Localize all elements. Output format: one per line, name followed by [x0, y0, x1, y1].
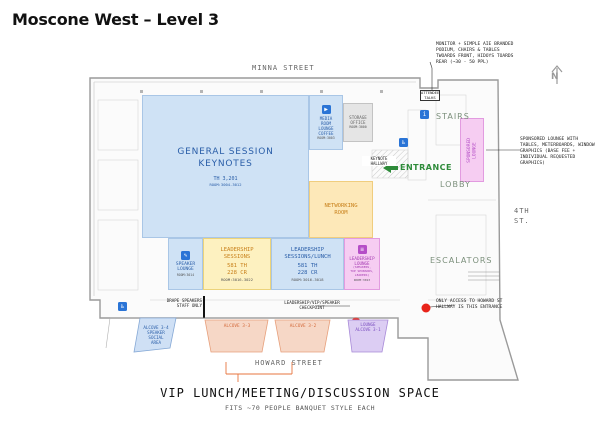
lobby-label: LOBBY: [440, 180, 471, 189]
howard-access-note: ONLY ACCESS TO HOWARD ST HALLWAY IS THIS…: [436, 299, 503, 310]
access-marker-dot: [421, 303, 431, 313]
networking-room-label: NETWORKING ROOM: [324, 202, 358, 216]
leadership-lunch-capacity: 581 TH 228 CR: [297, 262, 318, 276]
north-street-label: MINNA STREET: [252, 64, 315, 72]
leadership-sessions-capacity: 581 TH 228 CR: [227, 262, 247, 276]
north-arrow-icon: N: [551, 72, 559, 82]
info-icon: i: [420, 110, 429, 119]
lounge-icon: ≡: [357, 245, 367, 255]
alcove-3-4-label: ALCOVE 3-4 SPEAKER SOCIAL AREA: [143, 325, 169, 345]
leadership-sessions-number: ROOM:3016-3022: [220, 276, 253, 282]
microphone-icon: ✎: [181, 250, 190, 260]
speaker-lounge: ✎ SPEAKER LOUNGE ROOM:3014: [168, 238, 203, 290]
restroom-icon: ♿: [399, 138, 408, 147]
storage-office: STORAGE OFFICE ROOM:3000: [343, 103, 373, 142]
alcove-3-3-label: ALCOVE 3-3: [223, 323, 251, 329]
leadership-lounge-label: LEADERSHIP LOUNGE: [349, 256, 375, 267]
alcove-3-2-label: ALCOVE 3-2: [289, 323, 317, 329]
leadership-sessions-room: LEADERSHIP SESSIONS 581 TH 228 CR ROOM:3…: [203, 238, 271, 290]
play-icon: ▶: [321, 104, 331, 114]
alcove-3-1-label: LOUNGE ALCOVE 3-1: [355, 322, 381, 332]
speaker-lounge-number: ROOM:3014: [176, 272, 195, 277]
south-street-label: HOWARD STREET: [255, 359, 323, 367]
media-room: ▶ MEDIA ROOM LOUNGE COFFEE ROOM:3003: [309, 95, 343, 150]
restroom-icon-west: ♿: [118, 302, 127, 311]
leadership-lounge-number: ROOM:3013: [353, 277, 371, 282]
keynote-hallway-label: KEYNOTE HALLWAY: [362, 156, 396, 166]
attendee-talks-label: ATTENDEE TALKS: [420, 90, 440, 102]
alcove-3-2: ALCOVE 3-2: [279, 321, 327, 331]
escalators-label: ESCALATORS: [430, 256, 493, 265]
east-street-label: 4TH ST.: [514, 207, 530, 225]
media-room-number: ROOM:3003: [317, 135, 335, 140]
vip-space-title: VIP LUNCH/MEETING/DISCUSSION SPACE: [160, 386, 440, 400]
alcove-3-2-shape: [274, 319, 331, 353]
general-session-room-number: ROOM:3004-3012: [209, 182, 242, 187]
sponsored-lounge-note: SPONSORED LOUNGE WITH TABLES, METERBOARD…: [520, 137, 595, 166]
leadership-sessions-label: LEADERSHIP SESSIONS: [220, 246, 254, 260]
media-room-label: MEDIA ROOM: [319, 115, 333, 126]
storage-office-label: STORAGE OFFICE: [349, 115, 367, 125]
page-title: Moscone West – Level 3: [12, 10, 219, 29]
alcove-3-1-shape: [347, 319, 389, 353]
vip-space-subtitle: FITS ~70 PEOPLE BANQUET STYLE EACH: [224, 404, 376, 412]
sponsored-lounge: SPONSORED LOUNGE: [460, 118, 484, 182]
monitor-note: MONITOR + SIMPLE AIE BRANDED PODIUM, CHA…: [436, 42, 514, 65]
entrance-label: ENTRANCE: [400, 163, 452, 172]
alcove-3-3-shape: [204, 319, 269, 353]
leadership-lunch-label: LEADERSHIP SESSIONS/LUNCH: [284, 246, 331, 260]
stairs-label: STAIRS: [436, 112, 470, 121]
leadership-lunch-number: ROOM:3016-3018: [291, 276, 324, 282]
alcove-3-4: ALCOVE 3-4 SPEAKER SOCIAL AREA: [138, 321, 174, 349]
networking-room: NETWORKING ROOM: [309, 181, 373, 238]
drape-note: DRAPE SPEAKERS STAFF ONLY: [166, 298, 202, 308]
speaker-lounge-label: SPEAKER LOUNGE: [175, 261, 196, 273]
general-session-room: GENERAL SESSION KEYNOTES TH 3,201 ROOM:3…: [142, 95, 309, 238]
leadership-lunch-room: LEADERSHIP SESSIONS/LUNCH 581 TH 228 CR …: [271, 238, 344, 290]
alcove-3-3: ALCOVE 3-3: [210, 321, 264, 331]
general-session-label: GENERAL SESSION KEYNOTES: [177, 147, 274, 169]
leadership-lounge-sub: (SPEAKERS, TOP SPONSORS, LEADERS): [350, 265, 374, 277]
general-session-capacity: TH 3,201: [213, 176, 238, 182]
checkpoint-note: LEADERSHIP/VIP/SPEAKER CHECKPOINT: [284, 300, 340, 310]
alcove-3-1: LOUNGE ALCOVE 3-1: [350, 320, 386, 334]
media-room-sub: LOUNGE COFFEE: [318, 125, 334, 136]
storage-office-number: ROOM:3000: [349, 125, 367, 129]
leadership-lounge: ≡ LEADERSHIP LOUNGE (SPEAKERS, TOP SPONS…: [344, 238, 380, 290]
alcove-3-4-shape: [133, 317, 177, 353]
